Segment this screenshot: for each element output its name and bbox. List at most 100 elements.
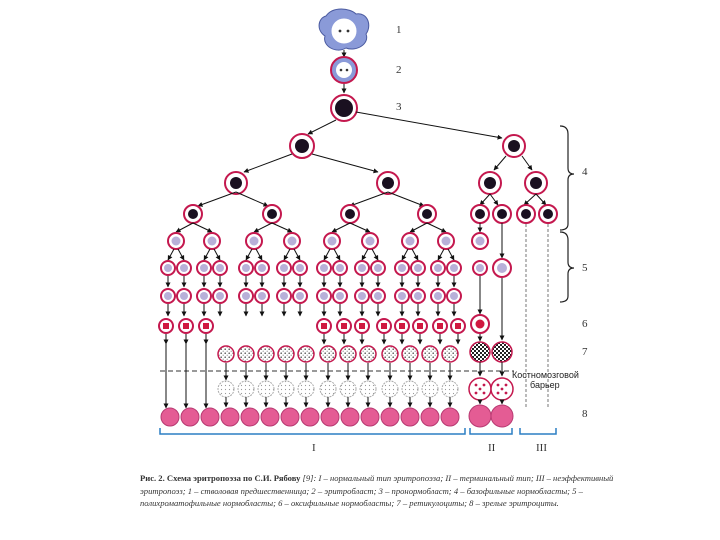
polychromatophil-normoblast-late-nucleus bbox=[336, 292, 344, 300]
basophil-normoblast-nucleus bbox=[295, 139, 309, 153]
bone-marrow-barrier-label: Костномозговой барьер bbox=[512, 370, 592, 390]
reticulocyte-granule bbox=[474, 383, 478, 387]
reticulocyte-granule bbox=[478, 387, 482, 391]
erythroblast-nucleus bbox=[336, 62, 352, 78]
arrow-gen4-gen5 bbox=[177, 248, 185, 261]
arrow-gen4-gen5 bbox=[371, 248, 379, 261]
reticulocyte-circulating bbox=[217, 380, 235, 398]
erythroblast-nucleolus bbox=[345, 68, 349, 72]
polychromatophil-normoblast-nucleus bbox=[200, 264, 208, 272]
polychromatophil-normoblast-nucleus bbox=[164, 264, 172, 272]
level-label-5: 5 bbox=[582, 262, 588, 274]
reticulocyte bbox=[421, 345, 439, 363]
polychromatophil-normoblast-terminal-nucleus bbox=[476, 264, 484, 272]
polychromatophil-normoblast-nucleus bbox=[374, 264, 382, 272]
mature-erythrocyte bbox=[380, 407, 400, 427]
stem-cell-nucleolus bbox=[346, 29, 350, 33]
polychromatophil-normoblast-late-nucleus bbox=[374, 292, 382, 300]
mature-erythrocyte bbox=[360, 407, 380, 427]
polychromatophil-normoblast-nucleus bbox=[280, 264, 288, 272]
polychromatophil-normoblast-late-nucleus bbox=[296, 292, 304, 300]
polychromatophil-normoblast-nucleus bbox=[296, 264, 304, 272]
arrow-gen4-gen5 bbox=[411, 248, 419, 261]
arrow-gen3-gen4 bbox=[409, 222, 428, 233]
basophil-normoblast-gen2-nucleus bbox=[382, 177, 394, 189]
reticulocyte-circulating bbox=[401, 380, 419, 398]
caption-body: [9]: I – нормальный тип эритропоэза; II … bbox=[140, 473, 614, 509]
level-label-7: 7 bbox=[582, 346, 588, 358]
reticulocyte-circulating bbox=[319, 380, 337, 398]
reticulocyte-terminal bbox=[469, 341, 491, 363]
oxyphil-normoblast-nucleus bbox=[163, 323, 169, 329]
arrow-gen2-gen3 bbox=[523, 193, 537, 206]
reticulocyte-terminal bbox=[491, 341, 513, 363]
polychromatophil-normoblast-gen4-nucleus bbox=[327, 236, 337, 246]
reticulocyte bbox=[237, 345, 255, 363]
arrow-gen4-gen5 bbox=[167, 248, 175, 261]
reticulocyte-granule bbox=[500, 387, 504, 391]
polychromatophil-normoblast-gen4-nucleus bbox=[475, 236, 485, 246]
arrow-4b bbox=[311, 153, 379, 174]
basophil-normoblast-gen3-nucleus bbox=[497, 209, 507, 219]
mature-erythrocyte bbox=[440, 407, 460, 427]
arrow-gen4-gen5 bbox=[213, 248, 221, 261]
polychromatophil-normoblast-late-nucleus bbox=[280, 292, 288, 300]
polychromatophil-normoblast-nucleus bbox=[434, 264, 442, 272]
polychromatophil-normoblast-gen4-nucleus bbox=[365, 236, 375, 246]
reticulocyte-granule bbox=[482, 383, 486, 387]
reticulocyte-circulating bbox=[359, 380, 377, 398]
reticulocyte-circulating bbox=[339, 380, 357, 398]
basophil-normoblast-gen3-nucleus bbox=[543, 209, 553, 219]
arrow-gen2-gen3 bbox=[197, 191, 237, 207]
oxyphil-normoblast-nucleus bbox=[417, 323, 423, 329]
basophil-normoblast-gen2-nucleus bbox=[530, 177, 542, 189]
basophil-normoblast-gen3-nucleus bbox=[188, 209, 198, 219]
figure-caption: Рис. 2. Схема эритропоэза по С.И. Рябову… bbox=[140, 472, 620, 510]
mature-erythrocyte bbox=[200, 407, 220, 427]
reticulocyte bbox=[339, 345, 357, 363]
brace-level-5 bbox=[559, 231, 575, 303]
polychromatophil-normoblast-late-nucleus bbox=[258, 292, 266, 300]
group-label-I: I bbox=[312, 442, 316, 454]
mature-erythrocyte bbox=[260, 407, 280, 427]
mature-erythrocyte-terminal bbox=[490, 404, 514, 428]
group-label-II: II bbox=[488, 442, 496, 454]
group-bracket-I bbox=[159, 428, 466, 435]
polychromatophil-normoblast-nucleus bbox=[336, 264, 344, 272]
reticulocyte-circulating bbox=[441, 380, 459, 398]
arrow-gen2-gen3 bbox=[489, 193, 499, 206]
level-label-1: 1 bbox=[396, 24, 402, 36]
basophil-normoblast-gen3-nucleus bbox=[422, 209, 432, 219]
level-label-2: 2 bbox=[396, 64, 402, 76]
arrow-gen4-gen5 bbox=[447, 248, 455, 261]
arrow-4c bbox=[493, 155, 507, 171]
arrow-gen4-gen5 bbox=[361, 248, 369, 261]
oxyphil-normoblast-nucleus bbox=[455, 323, 461, 329]
mature-erythrocyte bbox=[320, 407, 340, 427]
oxyphil-normoblast-nucleus bbox=[437, 323, 443, 329]
group-bracket-III bbox=[519, 428, 557, 435]
polychromatophil-normoblast-late-nucleus bbox=[242, 292, 250, 300]
arrow-gen2-gen3 bbox=[235, 191, 269, 207]
basophil-normoblast-gen3-nucleus bbox=[345, 209, 355, 219]
arrow-gen4-gen5 bbox=[401, 248, 409, 261]
arrow-gen4-gen5 bbox=[255, 248, 263, 261]
reticulocyte-granule bbox=[496, 391, 500, 395]
arrow-gen2-gen3 bbox=[387, 191, 425, 207]
polychromatophil-normoblast-late-nucleus bbox=[320, 292, 328, 300]
level-label-4: 4 bbox=[582, 166, 588, 178]
polychromatophil-normoblast-late-nucleus bbox=[358, 292, 366, 300]
mature-erythrocyte bbox=[160, 407, 180, 427]
reticulocyte-circulating bbox=[237, 380, 255, 398]
reticulocyte bbox=[277, 345, 295, 363]
barrier-label-line-2: барьер bbox=[530, 380, 560, 390]
arrow-4d bbox=[521, 155, 533, 171]
arrow-gen2-gen3 bbox=[479, 193, 491, 206]
basophil-normoblast-gen3-nucleus bbox=[521, 209, 531, 219]
polychromatophil-normoblast-late-nucleus bbox=[200, 292, 208, 300]
polychromatophil-normoblast-nucleus bbox=[450, 264, 458, 272]
level-label-8: 8 bbox=[582, 408, 588, 420]
arrow-gen4-gen5 bbox=[245, 248, 253, 261]
caption-lead: Рис. 2. Схема эритропоэза по С.И. Рябову bbox=[140, 473, 301, 483]
reticulocyte bbox=[217, 345, 235, 363]
